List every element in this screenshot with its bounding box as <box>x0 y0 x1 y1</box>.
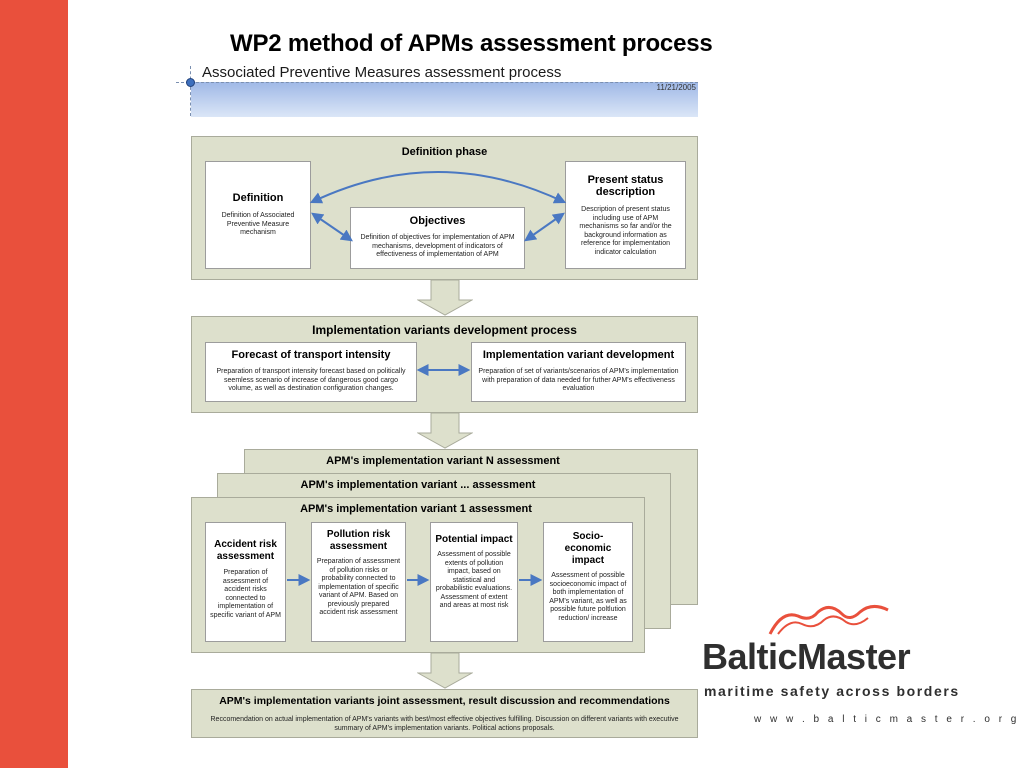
pollution-risk-box: Pollution risk assessment Preparation of… <box>311 522 406 642</box>
present-status-heading: Present status description <box>587 174 664 198</box>
diagram-date: 11/21/2005 <box>656 83 696 92</box>
objectives-box: Objectives Definition of objectives for … <box>350 207 525 269</box>
forecast-heading: Forecast of transport intensity <box>231 349 391 361</box>
logo-name: BalticMaster <box>702 636 911 677</box>
potential-impact-box: Potential impact Assessment of possible … <box>430 522 518 642</box>
page-title: WP2 method of APMs assessment process <box>230 30 713 57</box>
down-arrow-3 <box>417 653 473 689</box>
left-accent-bar <box>0 0 68 768</box>
socio-economic-box: Socio-economic impact Assessment of poss… <box>543 522 633 642</box>
joint-assessment-text: Reccomendation on actual implementation … <box>210 716 679 732</box>
variant-development-text: Preparation of set of variants/scenarios… <box>478 368 679 392</box>
header-vertical-guide <box>190 66 191 116</box>
diagram-subtitle: Associated Preventive Measures assessmen… <box>202 64 562 81</box>
accident-risk-box: Accident risk assessment Preparation of … <box>205 522 286 642</box>
header-band: 11/21/2005 <box>191 82 698 117</box>
pollution-risk-text: Preparation of assessment of pollution r… <box>316 558 401 616</box>
potential-impact-heading: Potential impact <box>435 534 513 545</box>
assessment-sheet-mid-title: APM's implementation variant ... assessm… <box>300 479 536 491</box>
variant-development-heading: Implementation variant development <box>482 349 675 361</box>
implementation-phase-title: Implementation variants development proc… <box>312 323 577 337</box>
logo-url: w w w . b a l t i c m a s t e r . o r g <box>754 714 1020 725</box>
arrow-definition-present-status <box>309 171 567 204</box>
accident-risk-text: Preparation of assessment of accident ri… <box>210 569 281 619</box>
assessment-sheet-1-title: APM's implementation variant 1 assessmen… <box>300 503 532 515</box>
down-arrow-2 <box>417 413 473 449</box>
present-status-text: Description of present status including … <box>579 206 672 256</box>
forecast-box: Forecast of transport intensity Preparat… <box>205 342 417 402</box>
header-guide-line <box>176 82 698 83</box>
joint-assessment-phase: APM's implementation variants joint asse… <box>191 689 698 738</box>
objectives-text: Definition of objectives for implementat… <box>360 234 515 258</box>
forecast-text: Preparation of transport intensity forec… <box>216 368 406 392</box>
objectives-heading: Objectives <box>409 215 466 227</box>
arrow-definition-objectives <box>311 212 353 242</box>
assessment-sheet-n-title: APM's implementation variant N assessmen… <box>326 455 560 467</box>
definition-box: Definition Definition of Associated Prev… <box>205 161 311 269</box>
definition-text: Definition of Associated Preventive Meas… <box>221 212 295 236</box>
present-status-box: Present status description Description o… <box>565 161 686 269</box>
potential-impact-text: Assessment of possible extents of pollut… <box>435 551 513 609</box>
variant-development-box: Implementation variant development Prepa… <box>471 342 686 402</box>
logo-tagline: maritime safety across borders <box>704 683 960 699</box>
balticmaster-wave-icon <box>768 605 889 635</box>
accident-risk-heading: Accident risk assessment <box>214 539 277 562</box>
joint-assessment-title: APM's implementation variants joint asse… <box>219 695 670 707</box>
socio-economic-text: Assessment of possible socioeconomic imp… <box>549 572 627 622</box>
socio-economic-heading: Socio-economic impact <box>564 531 612 566</box>
definition-phase-title: Definition phase <box>401 146 488 158</box>
definition-phase: Definition phase Definition Definition o… <box>191 136 698 280</box>
header-knob <box>186 78 195 87</box>
assessment-sheet-1: APM's implementation variant 1 assessmen… <box>191 497 645 653</box>
pollution-risk-heading: Pollution risk assessment <box>326 529 391 552</box>
down-arrow-1 <box>417 280 473 316</box>
arrow-objectives-present-status <box>524 212 565 242</box>
definition-heading: Definition <box>232 192 284 204</box>
